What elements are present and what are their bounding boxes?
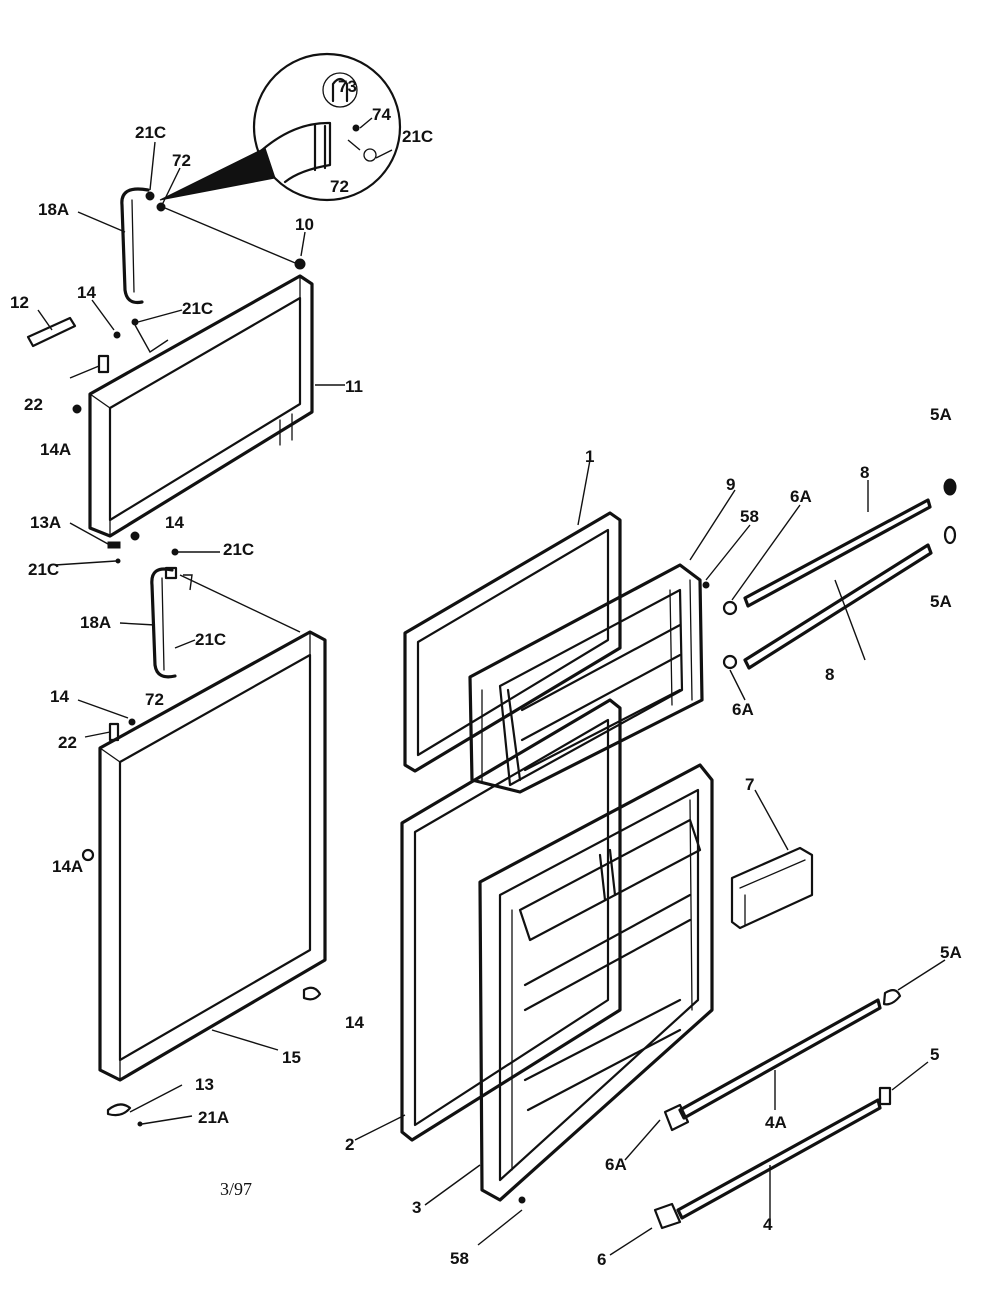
zoom-detail — [159, 52, 402, 202]
label-21c-freezer-bottom: 21C — [223, 540, 254, 559]
label-14-mid: 14 — [165, 513, 184, 532]
label-21a: 21A — [198, 1108, 229, 1127]
label-10: 10 — [295, 215, 314, 234]
label-7: 7 — [745, 775, 754, 794]
label-13a: 13A — [30, 513, 61, 532]
label-3: 3 — [412, 1198, 421, 1217]
label-4: 4 — [763, 1215, 773, 1234]
label-6: 6 — [597, 1250, 606, 1269]
label-73: 73 — [338, 77, 357, 96]
label-74: 74 — [372, 105, 391, 124]
label-8-bottom: 8 — [825, 665, 834, 684]
label-21c-left: 21C — [28, 560, 59, 579]
freezer-door-liner — [468, 563, 710, 794]
fresh-food-door-liner — [478, 763, 714, 1204]
label-72-zoom: 72 — [330, 177, 349, 196]
freezer-gasket — [403, 511, 622, 773]
label-11: 11 — [345, 377, 363, 396]
fresh-food-small-parts — [81, 718, 322, 1127]
label-22-bottom: 22 — [58, 733, 77, 752]
label-9: 9 — [726, 475, 735, 494]
label-5a-mid: 5A — [930, 592, 952, 611]
label-12: 12 — [10, 293, 29, 312]
label-6a-bottom: 6A — [605, 1155, 627, 1174]
label-58-top: 58 — [740, 507, 759, 526]
part-labels: 73 74 21C 72 21C 72 18A 10 12 14 21C 11 … — [10, 77, 962, 1269]
label-15: 15 — [282, 1048, 301, 1067]
label-5: 5 — [930, 1045, 939, 1064]
label-5a-bottom: 5A — [940, 943, 962, 962]
label-6a-top: 6A — [790, 487, 812, 506]
label-6a-mid: 6A — [732, 700, 754, 719]
label-8-top: 8 — [860, 463, 869, 482]
label-21c-top: 21C — [135, 123, 166, 142]
label-58-bottom: 58 — [450, 1249, 469, 1268]
freezer-door-panel — [88, 258, 314, 538]
label-14a-top: 14A — [40, 440, 71, 459]
label-4a: 4A — [765, 1113, 787, 1132]
label-13: 13 — [195, 1075, 214, 1094]
label-21c-bottom: 21C — [195, 630, 226, 649]
label-18a-top: 18A — [38, 200, 69, 219]
fresh-food-door-panel — [98, 630, 327, 1082]
label-2: 2 — [345, 1135, 354, 1154]
label-14-right: 14 — [345, 1013, 364, 1032]
freezer-small-parts — [26, 316, 140, 564]
dairy-bin — [730, 846, 814, 930]
label-72-bottom: 72 — [145, 690, 164, 709]
label-21c-zoom: 21C — [402, 127, 433, 146]
label-21c-mid: 21C — [182, 299, 213, 318]
leader-lines — [37, 141, 946, 1256]
label-14a-bottom: 14A — [52, 857, 83, 876]
fresh-food-handle — [150, 548, 301, 679]
label-72-top: 72 — [172, 151, 191, 170]
trim-strips — [653, 478, 957, 1230]
label-14-bottom: 14 — [50, 687, 69, 706]
label-5a-top: 5A — [930, 405, 952, 424]
label-18a-bottom: 18A — [80, 613, 111, 632]
label-14-top: 14 — [77, 283, 96, 302]
label-1: 1 — [585, 447, 594, 466]
fresh-food-gasket — [400, 698, 622, 1142]
label-22-top: 22 — [24, 395, 43, 414]
date-code: 3/97 — [220, 1179, 252, 1199]
